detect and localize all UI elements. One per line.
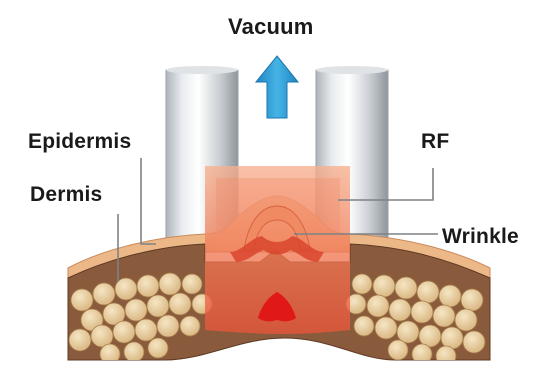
epidermis-label: Epidermis	[28, 130, 131, 154]
arrow-up-icon	[256, 56, 298, 118]
rf-label: RF	[421, 130, 449, 154]
wrinkle-label: Wrinkle	[442, 225, 519, 249]
vacuum-label: Vacuum	[228, 14, 314, 40]
dermis-label: Dermis	[30, 183, 102, 207]
epidermis-leader	[141, 158, 156, 244]
rf-field	[205, 166, 350, 334]
